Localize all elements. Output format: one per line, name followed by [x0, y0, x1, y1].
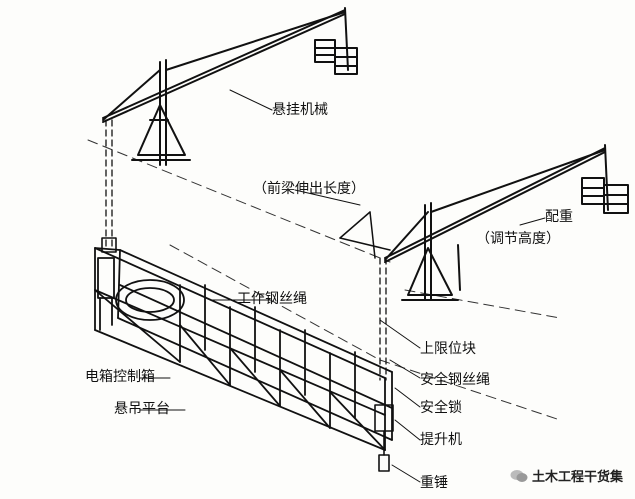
label-safety-lock: 安全锁 [420, 400, 462, 416]
label-work-wire-rope: 工作钢丝绳 [237, 291, 307, 307]
label-beam-extension: （前梁伸出长度） [253, 181, 365, 197]
label-counterweight: 配重 [545, 209, 573, 225]
right-suspension-mechanism [384, 144, 629, 301]
label-control-box: 电箱控制箱 [85, 369, 155, 385]
label-hanging-platform: 悬吊平台 [114, 401, 170, 417]
watermark: 土木工程干货集 [510, 466, 623, 485]
label-safety-wire-rope: 安全钢丝绳 [420, 372, 490, 388]
label-suspension-machine: 悬挂机械 [272, 102, 328, 118]
leader-lines [139, 89, 546, 483]
watermark-text: 土木工程干货集 [531, 470, 623, 485]
left-suspension-mechanism [102, 7, 358, 166]
wechat-icon [510, 469, 528, 482]
label-adjust-height: （调节高度） [476, 231, 560, 247]
hanging-platform [94, 247, 393, 451]
label-hoist: 提升机 [420, 432, 462, 448]
hoist-unit [101, 237, 394, 472]
roof-edge [339, 211, 391, 259]
wire-ropes [105, 119, 387, 381]
label-heavy-hammer: 重锤 [420, 475, 448, 491]
label-upper-limit-block: 上限位块 [420, 341, 476, 357]
